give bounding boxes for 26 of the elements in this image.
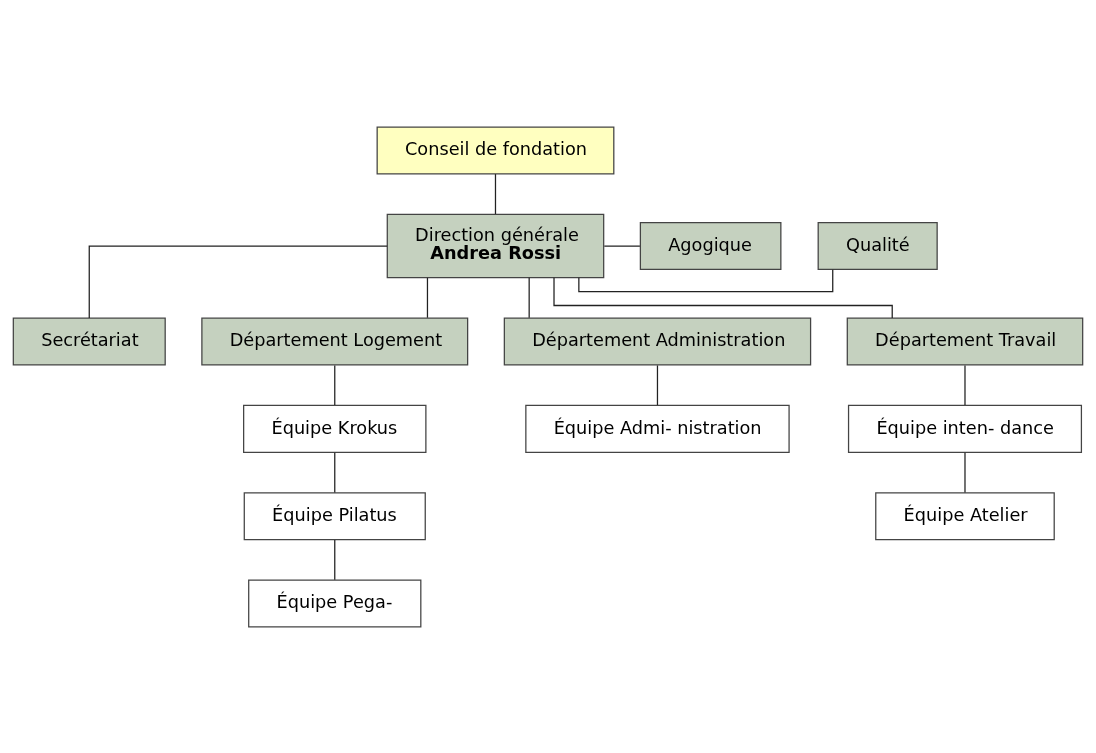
connector xyxy=(334,538,336,580)
node-box: Équipe Krokus xyxy=(243,404,427,453)
connector xyxy=(426,276,429,318)
node-box: Qualité xyxy=(817,221,938,270)
connector xyxy=(88,244,388,319)
node-box: Équipe Atelier xyxy=(875,491,1055,540)
node-box: Conseil de fondation xyxy=(376,125,615,175)
node-box: Agogique xyxy=(639,221,782,270)
connector xyxy=(334,364,336,406)
connector xyxy=(656,364,659,406)
connector xyxy=(528,276,530,318)
connector xyxy=(964,451,966,493)
node-box: Département Travail xyxy=(846,317,1084,366)
connector xyxy=(964,364,966,406)
node-box: Équipe inten- dance xyxy=(847,404,1083,453)
connector xyxy=(603,244,641,247)
connector xyxy=(334,451,336,493)
node-box: Équipe Pega- xyxy=(248,578,422,628)
node-box: Direction générale Andrea Rossi xyxy=(386,213,605,278)
node-box: Département Administration xyxy=(503,317,812,366)
node-box: Département Logement xyxy=(201,317,469,366)
node-box: Équipe Admi- nistration xyxy=(525,404,790,453)
node-box: Secrétariat xyxy=(12,317,166,366)
node-box: Équipe Pilatus xyxy=(243,491,426,540)
connector xyxy=(494,172,497,215)
connector xyxy=(553,276,893,319)
